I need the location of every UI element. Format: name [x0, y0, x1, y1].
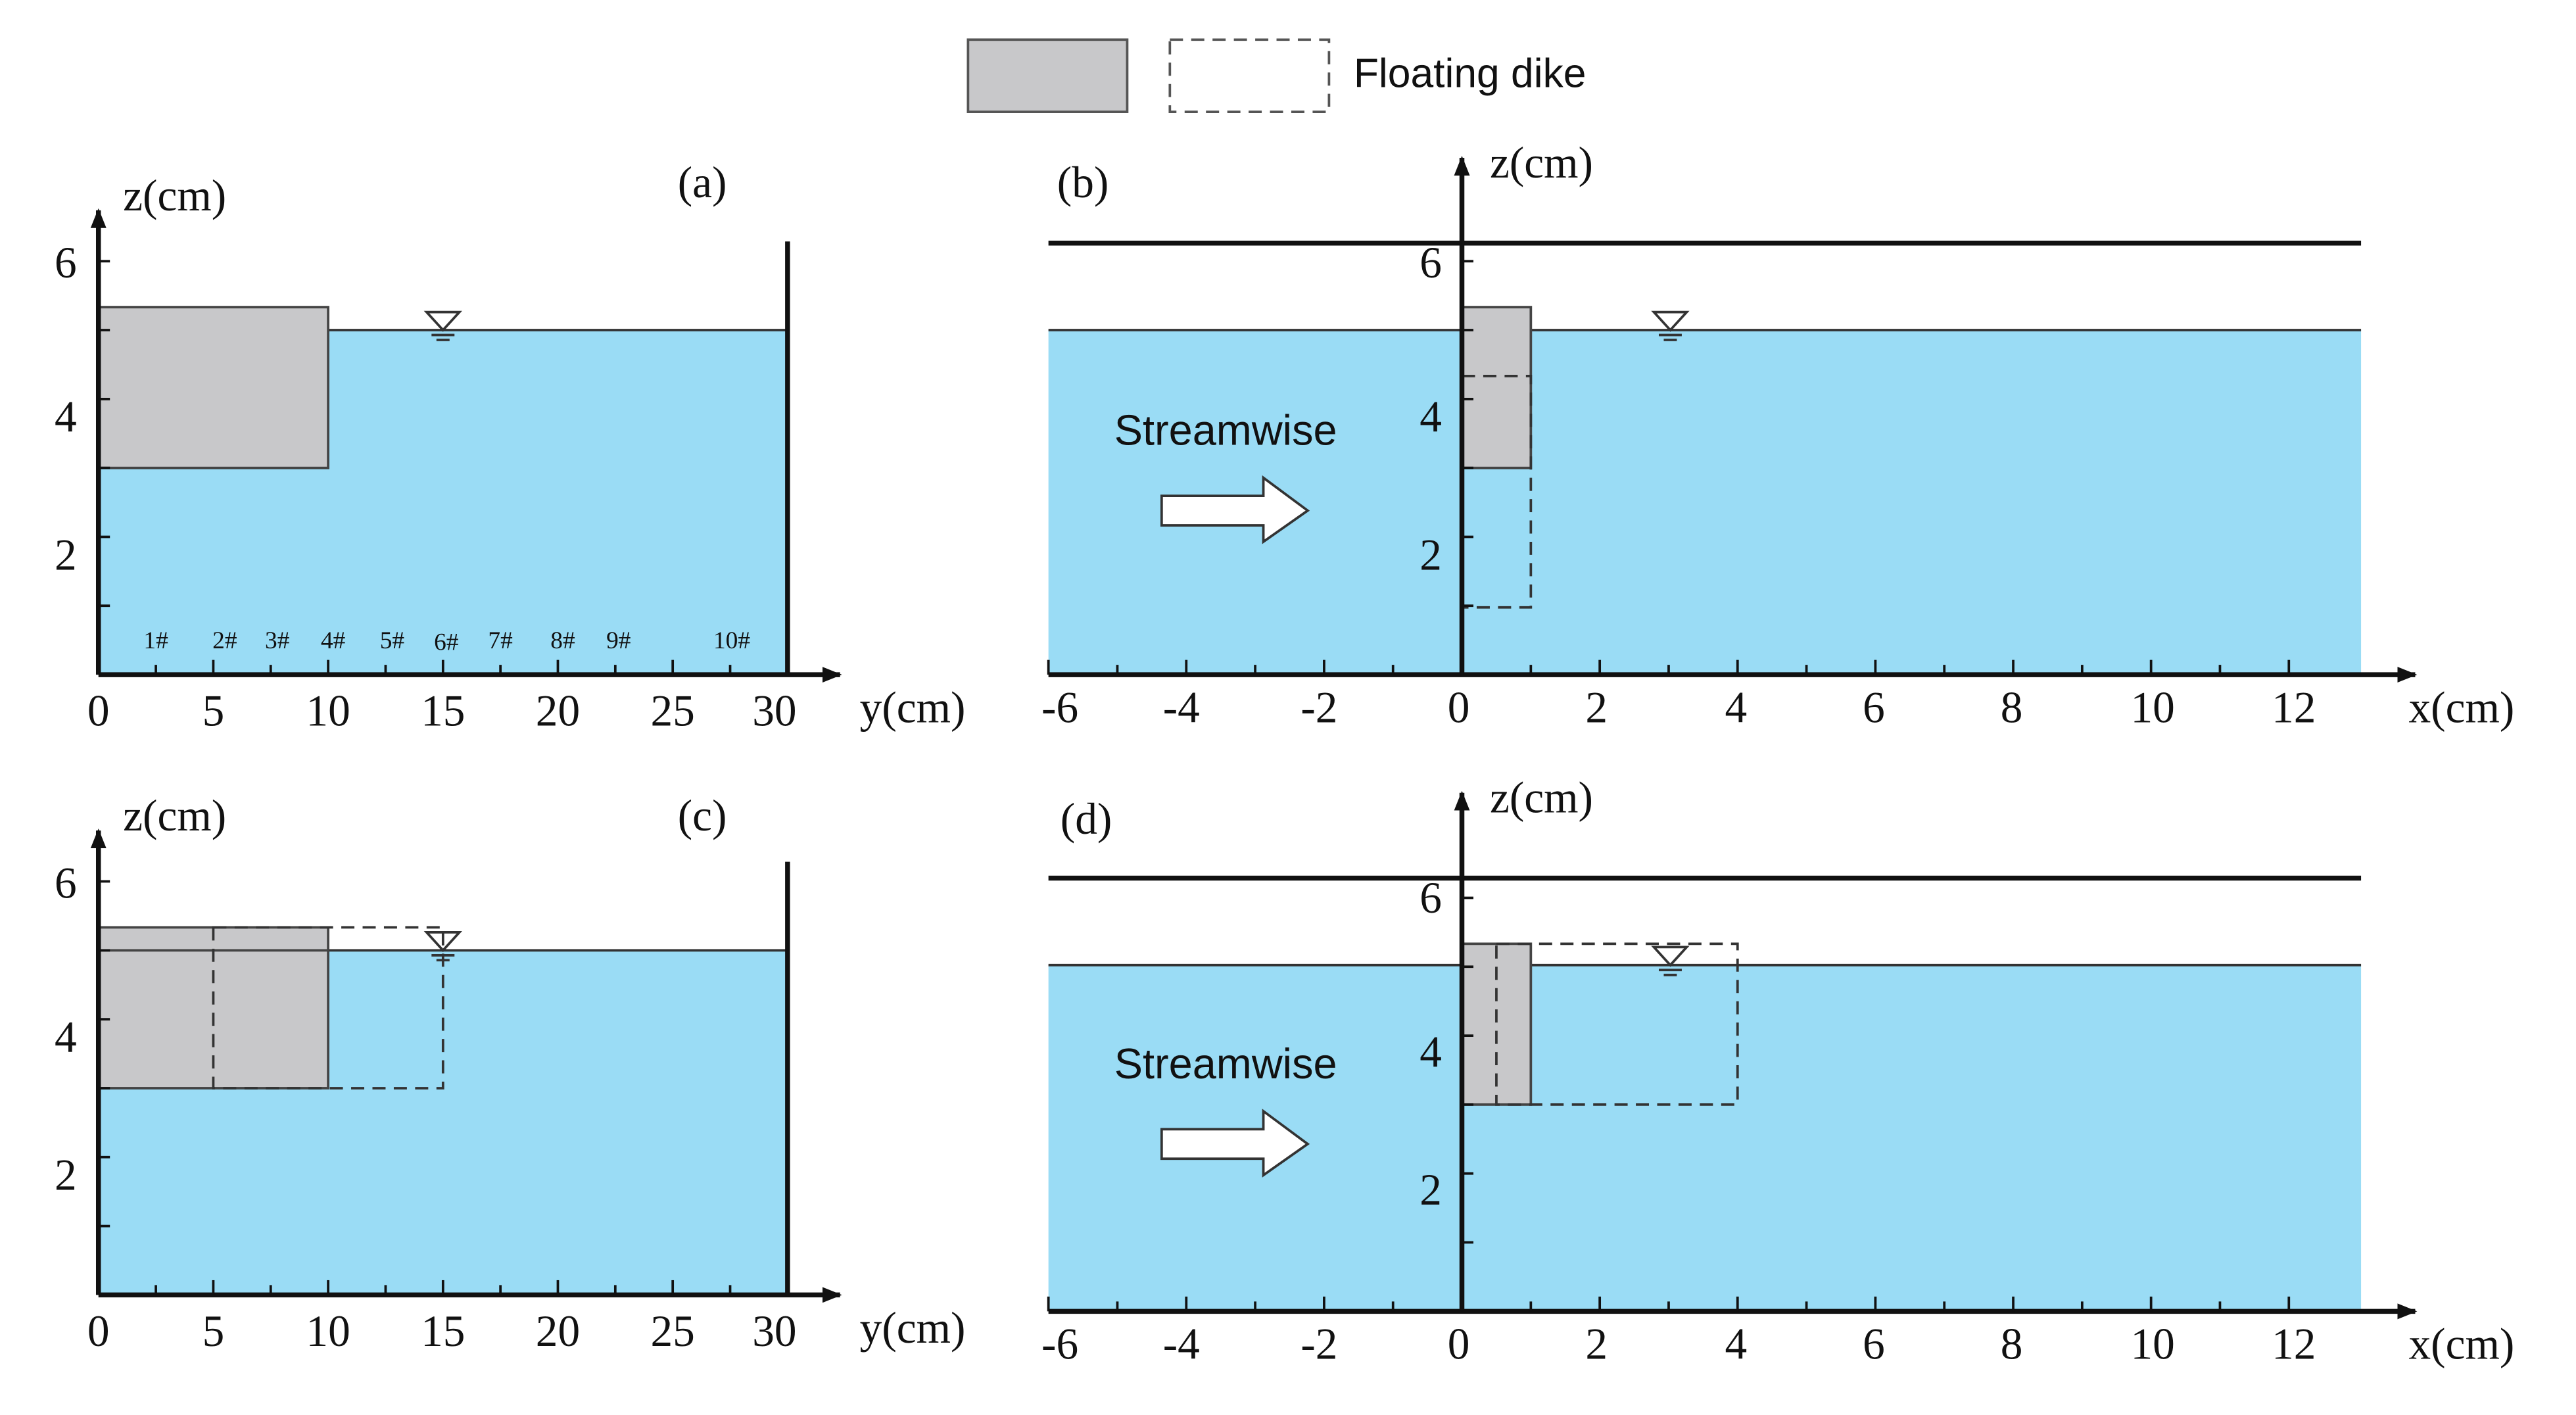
x-tick-label: 20 [536, 1307, 580, 1356]
y-tick-label: 4 [55, 393, 77, 442]
y-tick-label: 2 [55, 1151, 77, 1200]
x-tick-label: 5 [203, 686, 225, 735]
y-tick-label: 2 [55, 530, 77, 579]
water-level-symbol [423, 931, 462, 962]
x-tick-label: 10 [2130, 1320, 2174, 1369]
y-tick-label: 6 [1419, 873, 1442, 923]
station-label: 7# [488, 627, 513, 654]
y-axis-label: z(cm) [1490, 773, 1593, 823]
flow-label: Streamwise [1114, 1040, 1337, 1088]
x-tick-label: 10 [306, 686, 350, 735]
station-label: 6# [434, 629, 459, 656]
x-tick-label: 10 [2130, 683, 2174, 732]
x-tick-label: 4 [1725, 1320, 1747, 1369]
water-level-symbol [423, 310, 462, 341]
dike-solid [1460, 306, 1533, 469]
y-tick-label: 6 [55, 858, 77, 907]
panel-c: (c) z(cm) y(cm) 0 5 10 15 20 25 30 2 4 6 [55, 791, 966, 1356]
x-tick-label: 20 [536, 686, 580, 735]
x-tick-label: -6 [1041, 1320, 1078, 1369]
y-tick-label: 4 [55, 1013, 77, 1062]
axis-ticks [97, 260, 2291, 1312]
dike-dashed [1495, 942, 1739, 1106]
x-tick-label: -2 [1300, 1320, 1337, 1369]
x-axis-label: y(cm) [860, 1303, 966, 1353]
panel-label: (b) [1057, 158, 1109, 207]
streamwise-arrow-icon [1160, 1109, 1310, 1178]
x-tick-label: -4 [1163, 1320, 1200, 1369]
station-label: 1# [143, 627, 168, 654]
x-tick-label: 0 [87, 1307, 110, 1356]
dike-dashed [212, 926, 444, 1090]
y-tick-label: 2 [1419, 530, 1442, 579]
panel-d: Streamwise (d) z(cm) x(cm) -6 -4 -2 0 2 … [1041, 773, 2514, 1369]
station-label: 5# [380, 627, 405, 654]
station-label: 3# [265, 627, 290, 654]
x-tick-label: 5 [203, 1307, 225, 1356]
x-axis-label: y(cm) [860, 683, 966, 732]
legend-label: Floating dike [1354, 51, 1586, 97]
station-label: 2# [212, 627, 237, 654]
x-tick-label: 2 [1585, 683, 1608, 732]
legend-solid-swatch [966, 38, 1129, 113]
station-label: 9# [606, 627, 631, 654]
y-tick-label: 6 [55, 238, 77, 287]
water-level-symbol [1651, 310, 1690, 341]
legend-dashed-swatch [1168, 38, 1331, 113]
x-tick-label: 30 [752, 1307, 796, 1356]
panel-label: (d) [1061, 794, 1112, 844]
x-axis-label: x(cm) [2408, 683, 2514, 732]
x-tick-label: 8 [2001, 1320, 2023, 1369]
y-tick-label: 4 [1419, 1028, 1442, 1077]
y-tick-label: 4 [1419, 393, 1442, 442]
x-tick-label: 2 [1585, 1320, 1608, 1369]
x-tick-label: -4 [1163, 683, 1200, 732]
x-tick-label: 0 [1448, 683, 1470, 732]
x-tick-label: 8 [2001, 683, 2023, 732]
x-tick-label: 25 [650, 686, 694, 735]
x-tick-label: 0 [1448, 1320, 1470, 1369]
x-tick-label: 6 [1863, 1320, 1885, 1369]
station-label: 10# [713, 627, 750, 654]
x-tick-label: 4 [1725, 683, 1747, 732]
x-tick-label: 12 [2272, 1320, 2316, 1369]
x-tick-label: -2 [1300, 683, 1337, 732]
station-label: 8# [550, 627, 575, 654]
dike-solid [97, 306, 329, 469]
flow-label: Streamwise [1114, 406, 1337, 454]
x-axis-label: x(cm) [2408, 1320, 2514, 1369]
x-tick-label: 15 [421, 1307, 465, 1356]
station-label: 4# [321, 627, 346, 654]
panel-label: (c) [678, 791, 727, 840]
x-tick-label: 12 [2272, 683, 2316, 732]
x-tick-label: 6 [1863, 683, 1885, 732]
x-tick-label: 15 [421, 686, 465, 735]
y-axis-label: z(cm) [123, 171, 226, 220]
y-tick-label: 2 [1419, 1165, 1442, 1214]
x-tick-label: 25 [650, 1307, 694, 1356]
panel-b: Streamwise (b) z(cm) x(cm) -6 -4 -2 0 2 … [1041, 138, 2514, 732]
legend: Floating dike [966, 38, 1586, 113]
panel-a: (a) z(cm) y(cm) 0 5 10 15 20 25 30 2 4 6… [55, 158, 966, 736]
water-level-symbol [1651, 946, 1690, 976]
panel-label: (a) [678, 158, 727, 207]
y-axis-label: z(cm) [1490, 138, 1593, 187]
streamwise-arrow-icon [1160, 475, 1310, 544]
x-tick-label: -6 [1041, 683, 1078, 732]
x-tick-label: 10 [306, 1307, 350, 1356]
y-tick-label: 6 [1419, 238, 1442, 287]
y-axis-label: z(cm) [123, 791, 226, 840]
x-tick-label: 30 [752, 686, 796, 735]
x-tick-label: 0 [87, 686, 110, 735]
